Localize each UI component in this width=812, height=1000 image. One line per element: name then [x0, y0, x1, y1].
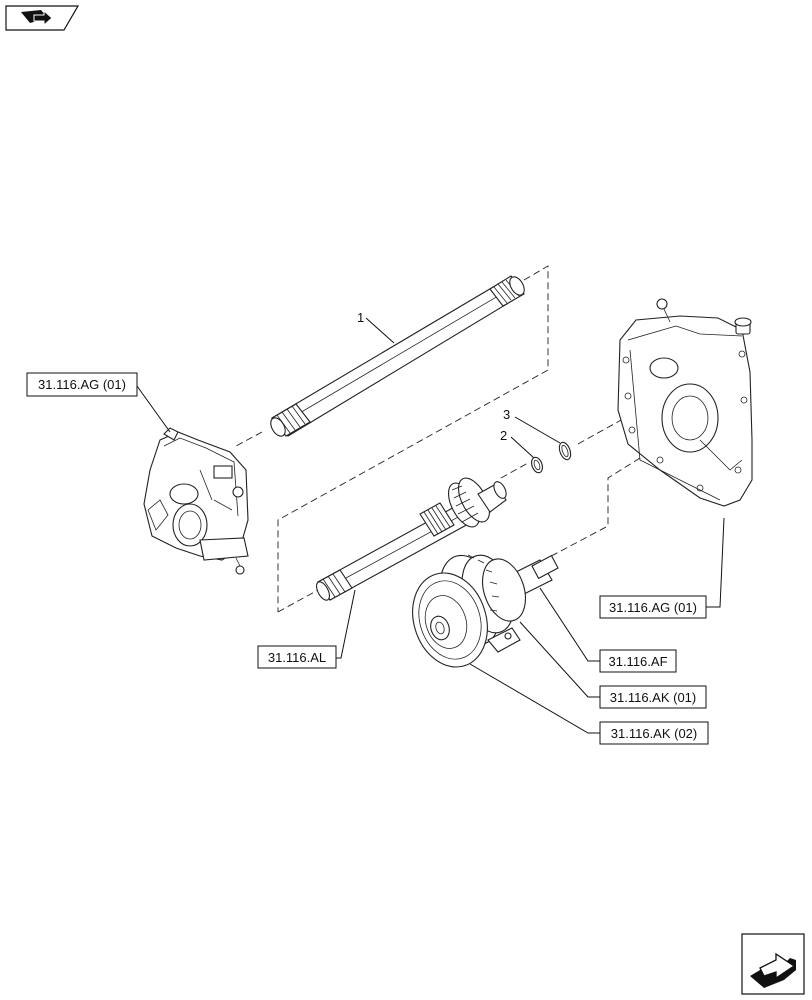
item-number-2: 2: [500, 428, 507, 443]
snap-ring-3: [558, 441, 572, 461]
leader-item-2: [510, 436, 535, 459]
leader-ak01: [519, 621, 600, 698]
ref-ag-left[interactable]: 31.116.AG (01): [26, 372, 138, 397]
ref-ak01-label: 31.116.AK (01): [610, 690, 696, 705]
ref-af-label: 31.116.AF: [608, 654, 667, 669]
top-nav-badge[interactable]: [5, 5, 80, 31]
leader-al: [336, 589, 356, 659]
left-housing: [143, 427, 249, 575]
leader-ak02: [469, 663, 600, 734]
ref-ag-left-label: 31.116.AG (01): [38, 377, 126, 392]
gear-cluster: [412, 554, 559, 668]
ref-al[interactable]: 31.116.AL: [257, 645, 337, 669]
right-housing: [617, 298, 753, 507]
book-arrow-icon: [21, 9, 53, 27]
lower-shaft: [316, 477, 507, 601]
ref-ak01[interactable]: 31.116.AK (01): [599, 685, 707, 709]
ref-ag-right-label: 31.116.AG (01): [609, 600, 697, 615]
leader-ag-left: [136, 385, 171, 433]
assembly-dash-lines: [235, 265, 641, 613]
ref-af[interactable]: 31.116.AF: [599, 649, 677, 673]
leader-af: [539, 587, 600, 662]
bottom-nav-badge[interactable]: [741, 933, 805, 995]
snap-ring-2: [531, 456, 543, 474]
ref-ak02[interactable]: 31.116.AK (02): [599, 721, 709, 745]
leader-item-3: [514, 416, 561, 444]
upper-shaft: [270, 275, 525, 437]
ref-ak02-label: 31.116.AK (02): [611, 726, 697, 741]
next-page-arrow-icon: [750, 952, 796, 988]
item-number-3: 3: [503, 407, 510, 422]
ref-al-label: 31.116.AL: [268, 650, 326, 665]
ref-ag-right[interactable]: 31.116.AG (01): [599, 595, 707, 619]
leader-ag-right: [706, 517, 725, 608]
item-number-1: 1: [357, 310, 364, 325]
leader-item-1: [365, 317, 395, 344]
